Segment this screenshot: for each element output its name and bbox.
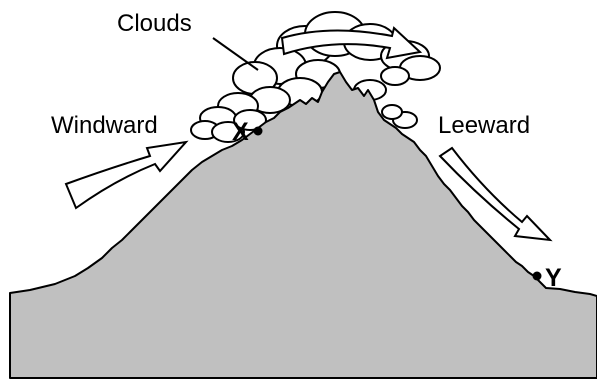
mountain [9,71,597,379]
leeward-arrow [438,146,553,242]
leeward-label: Leeward [438,112,530,139]
point-x-label: X [232,118,249,146]
point-y-label: Y [545,264,562,292]
cloud-arrow [280,26,423,60]
point-x-marker [253,126,263,136]
windward-arrow [64,140,189,210]
clouds-leader-line [212,37,259,71]
clouds-label: Clouds [117,10,192,37]
point-y-marker [532,271,542,281]
windward-label: Windward [51,112,158,139]
